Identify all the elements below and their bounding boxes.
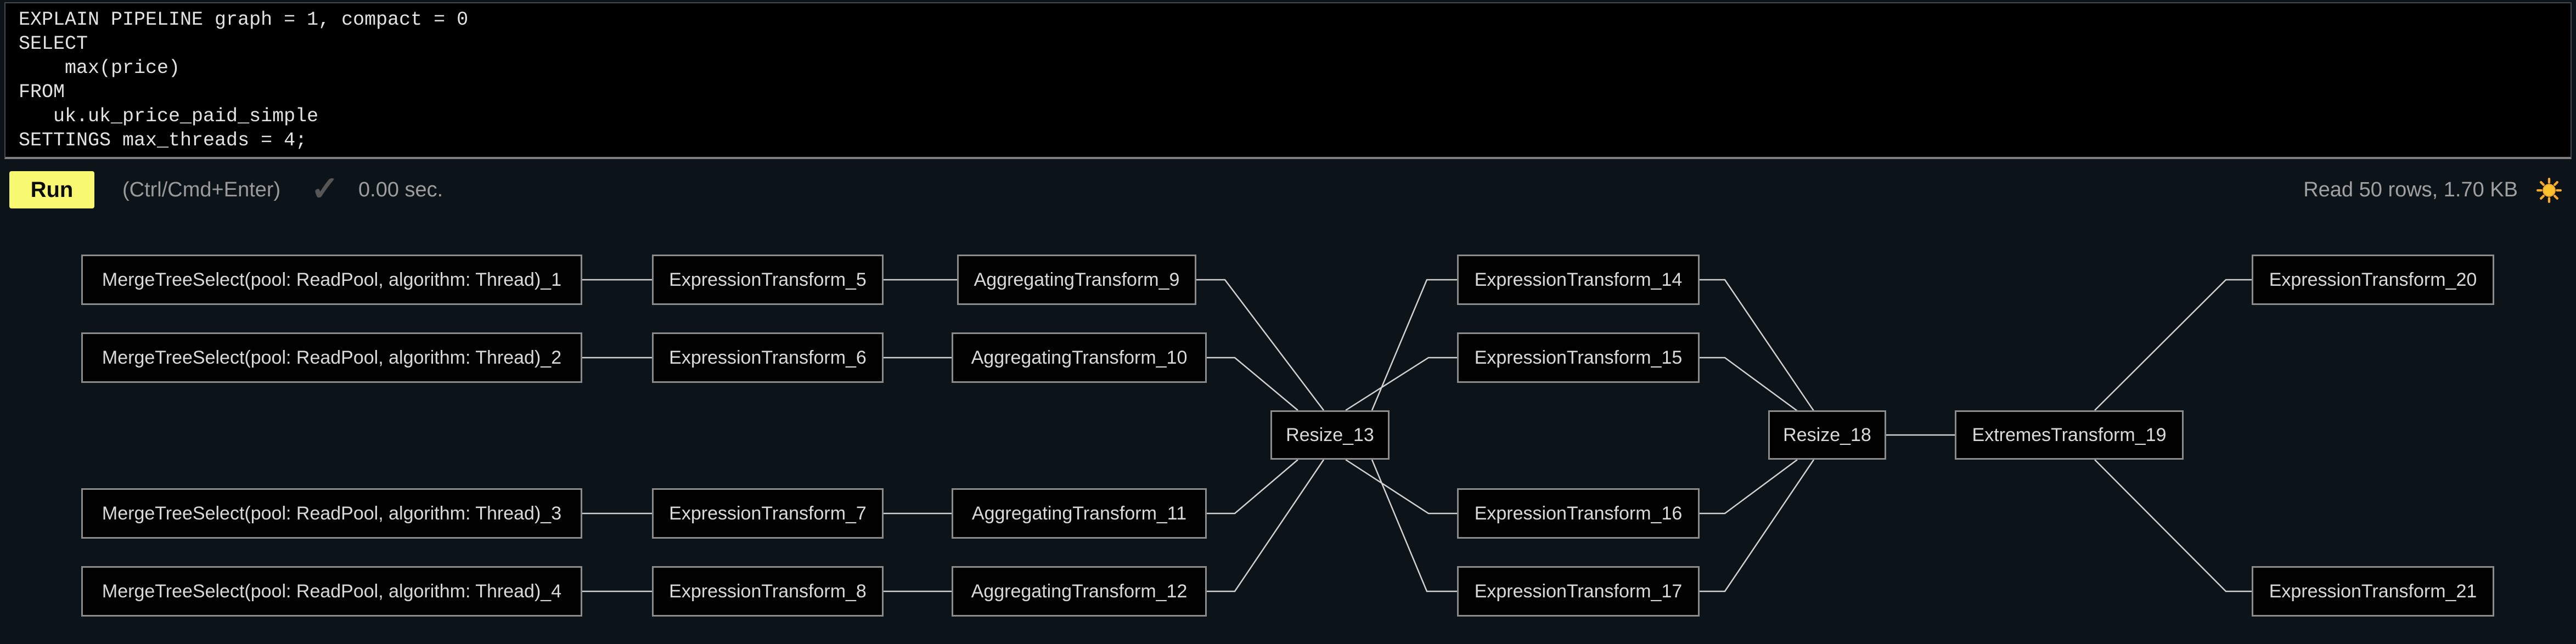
- run-shortcut-hint: (Ctrl/Cmd+Enter): [122, 178, 281, 201]
- edge-expression-transform-14-to-resize-18: [1700, 279, 1815, 411]
- sql-line-4: FROM: [19, 81, 65, 103]
- edge-expression-transform-17-to-resize-18: [1700, 459, 1815, 592]
- pipeline-node-expression-transform-14: ExpressionTransform_14: [1457, 255, 1700, 305]
- read-stats: Read 50 rows, 1.70 KB: [2303, 178, 2518, 201]
- sql-line-3: max(price): [19, 57, 181, 79]
- sql-line-2: SELECT: [19, 33, 88, 55]
- edge-resize-13-to-expression-transform-15: [1345, 357, 1457, 411]
- pipeline-node-extremes-transform-19: ExtremesTransform_19: [1955, 410, 2184, 460]
- pipeline-node-expression-transform-5: ExpressionTransform_5: [652, 255, 884, 305]
- pipeline-node-resize-13: Resize_13: [1270, 410, 1390, 460]
- pipeline-node-expression-transform-17: ExpressionTransform_17: [1457, 566, 1700, 617]
- sql-line-1: EXPLAIN PIPELINE graph = 1, compact = 0: [19, 9, 469, 31]
- pipeline-node-aggregating-transform-11: AggregatingTransform_11: [952, 488, 1207, 539]
- elapsed-time: 0.00 sec.: [358, 178, 443, 201]
- edge-resize-13-to-expression-transform-14: [1371, 279, 1457, 411]
- pipeline-node-expression-transform-6: ExpressionTransform_6: [652, 332, 884, 383]
- edge-aggregating-transform-12-to-resize-13: [1207, 459, 1325, 592]
- run-button[interactable]: Run: [9, 171, 94, 208]
- pipeline-node-aggregating-transform-9: AggregatingTransform_9: [957, 255, 1196, 305]
- edge-extremes-transform-19-to-expression-transform-21: [2094, 459, 2252, 592]
- pipeline-node-expression-transform-21: ExpressionTransform_21: [2252, 566, 2494, 617]
- pipeline-node-mergetree-select-4: MergeTreeSelect(pool: ReadPool, algorith…: [81, 566, 582, 617]
- pipeline-node-aggregating-transform-12: AggregatingTransform_12: [952, 566, 1207, 617]
- pipeline-node-mergetree-select-2: MergeTreeSelect(pool: ReadPool, algorith…: [81, 332, 582, 383]
- pipeline-node-expression-transform-16: ExpressionTransform_16: [1457, 488, 1700, 539]
- edge-expression-transform-16-to-resize-18: [1700, 459, 1798, 515]
- pipeline-node-expression-transform-8: ExpressionTransform_8: [652, 566, 884, 617]
- pipeline-node-resize-18: Resize_18: [1768, 410, 1886, 460]
- edge-aggregating-transform-9-to-resize-13: [1196, 279, 1324, 411]
- sql-line-5: uk.uk_price_paid_simple: [19, 105, 319, 127]
- edge-aggregating-transform-10-to-resize-13: [1207, 357, 1298, 411]
- pipeline-node-aggregating-transform-10: AggregatingTransform_10: [952, 332, 1207, 383]
- edge-extremes-transform-19-to-expression-transform-20: [2094, 279, 2252, 411]
- toolbar: Run (Ctrl/Cmd+Enter) ✓ 0.00 sec. Read 50…: [0, 166, 2576, 215]
- pipeline-node-mergetree-select-1: MergeTreeSelect(pool: ReadPool, algorith…: [81, 255, 582, 305]
- edge-expression-transform-15-to-resize-18: [1700, 357, 1798, 412]
- pipeline-node-expression-transform-15: ExpressionTransform_15: [1457, 332, 1700, 383]
- sun-icon[interactable]: [2536, 178, 2562, 203]
- pipeline-node-expression-transform-7: ExpressionTransform_7: [652, 488, 884, 539]
- sql-line-6: SETTINGS max_threads = 4;: [19, 129, 307, 151]
- success-check-icon: ✓: [311, 170, 339, 208]
- edge-resize-13-to-expression-transform-16: [1345, 459, 1457, 515]
- edge-resize-13-to-expression-transform-17: [1371, 459, 1457, 592]
- pipeline-node-expression-transform-20: ExpressionTransform_20: [2252, 255, 2494, 305]
- pipeline-node-mergetree-select-3: MergeTreeSelect(pool: ReadPool, algorith…: [81, 488, 582, 539]
- edge-aggregating-transform-11-to-resize-13: [1207, 459, 1298, 515]
